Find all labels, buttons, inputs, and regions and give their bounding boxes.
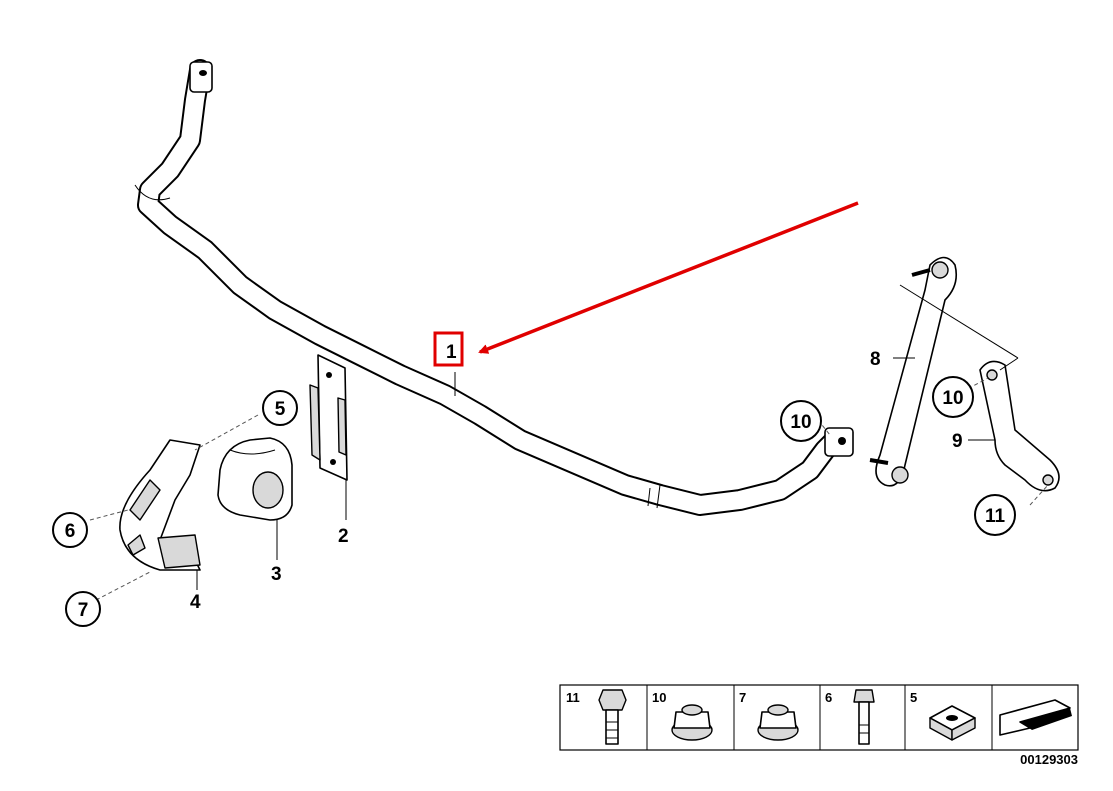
- legend-number-3: 7: [739, 690, 746, 705]
- highlight-box: [433, 331, 464, 367]
- hex-bolt-icon: [598, 689, 627, 745]
- callout-1: 1: [446, 342, 457, 363]
- legend-number-4: 6: [825, 690, 832, 705]
- legend-strip: 11 10 7 6 5: [559, 684, 1079, 767]
- part-4-bracket: [119, 439, 201, 590]
- callout-2: 2: [338, 526, 349, 547]
- part-9-bracket-arm: [968, 360, 1060, 492]
- callout-5: 5: [275, 399, 286, 420]
- callout-4: 4: [190, 592, 201, 613]
- callout-10-circle-left: 10: [780, 400, 822, 442]
- callout-9: 9: [952, 431, 963, 452]
- part-8-link-rod: [869, 256, 958, 487]
- flange-nut-icon: [671, 704, 713, 741]
- callout-10-circle-right: 10: [932, 376, 974, 418]
- stabilizer-bar: [134, 59, 854, 516]
- callout-5-circle: 5: [262, 390, 298, 426]
- legend-number-5: 5: [910, 690, 917, 705]
- callout-11-circle: 11: [974, 494, 1016, 536]
- callout-6-circle: 6: [52, 512, 88, 548]
- callout-10a: 10: [790, 412, 811, 433]
- flange-nut-icon: [757, 704, 799, 741]
- square-nut-icon: [929, 705, 976, 741]
- arrow-icon: [999, 699, 1072, 736]
- callout-8: 8: [870, 349, 881, 370]
- callout-7: 7: [78, 600, 89, 621]
- part-2-plate: [309, 354, 348, 520]
- callout-3: 3: [271, 564, 282, 585]
- part-3-bushing: [217, 437, 293, 560]
- callout-11: 11: [985, 506, 1006, 527]
- bolt-icon: [853, 689, 875, 745]
- callout-7-circle: 7: [65, 591, 101, 627]
- diagram-number: 00129303: [1020, 752, 1078, 767]
- legend-number-2: 10: [652, 690, 666, 705]
- legend-number-1: 11: [566, 690, 580, 705]
- callout-6: 6: [65, 521, 76, 542]
- highlight-arrow: [478, 201, 859, 354]
- callout-10b: 10: [942, 388, 963, 409]
